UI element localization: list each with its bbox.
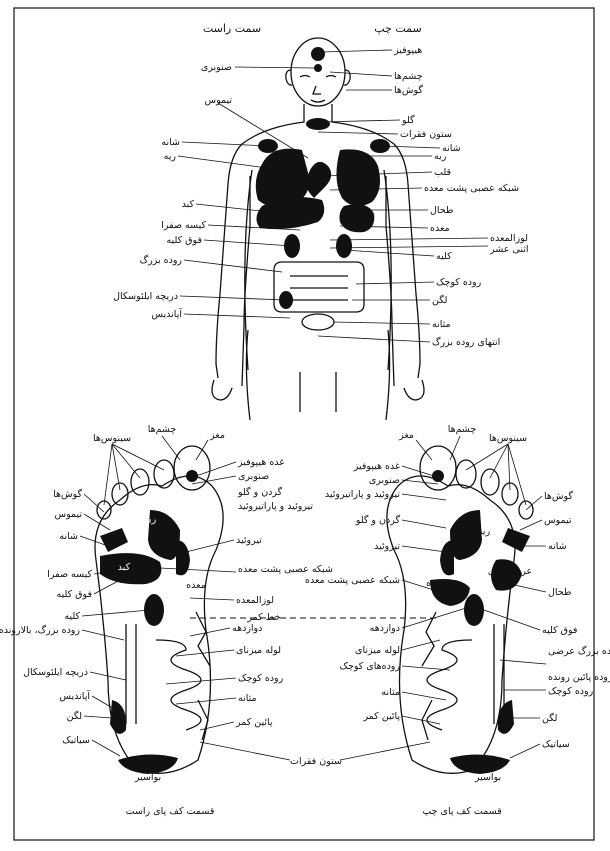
rf-label-neck: گردن و گلو: [237, 486, 283, 498]
rf-label-liver: کبد: [118, 562, 131, 573]
body-label-kidney: کلیه: [436, 251, 452, 262]
rf-label-pancreas: لوزالمعده: [236, 595, 274, 606]
rf-label-bladder: مثانه: [238, 693, 257, 704]
lf-label-thyroid-para: تیروئید و پاراتیروئید: [325, 489, 400, 500]
body-label-stomach: معده: [430, 223, 450, 234]
left-foot-caption: قسمت کف پای چپ: [422, 806, 501, 817]
body-label-thymus: تیموس: [204, 95, 232, 106]
lf-label-heart: عروق قلبی: [488, 566, 532, 577]
rf-label-eyes: چشم‌ها: [148, 424, 177, 435]
lf-label-duodenum: دوازدهه: [370, 623, 400, 634]
body-label-pineal: صنوبری: [201, 62, 232, 73]
body-label-duodenum: اثنی عشر: [489, 244, 528, 255]
right-foot: [95, 446, 223, 774]
lf-label-lung: ریه: [478, 526, 491, 537]
lf-label-sciatic: سیاتیک: [542, 739, 570, 750]
lf-label-thymus: تیموس: [544, 515, 572, 526]
lf-label-rectum-small: روده کوچک: [548, 686, 594, 697]
body-label-spleen: طحال: [430, 205, 454, 216]
rf-label-appendix: آپاندیس: [59, 689, 90, 702]
body-label-spine: ستون فقرات: [400, 129, 452, 140]
body-label-heart: قلب: [434, 167, 451, 178]
rf-label-adrenal: فوق کلیه: [57, 589, 92, 600]
lf-label-colon-descending: روده پائین رونده: [548, 672, 610, 683]
rf-label-duodenum: دوازدهه: [232, 623, 262, 634]
rf-label-pituitary: غده هیپوفیز: [237, 457, 284, 468]
lf-label-shoulder: شانه: [548, 541, 567, 552]
rf-label-stomach: معده: [186, 580, 206, 591]
lf-label-sinuses: سینوس‌ها: [489, 433, 527, 444]
rf-label-shoulder: شانه: [59, 531, 78, 542]
right-side-title: سمت راست: [203, 22, 261, 35]
rf-label-brain: مغز: [209, 430, 225, 441]
body-label-pelvis: لگن: [432, 294, 447, 306]
body-label-pancreas: لوزالمعده: [490, 233, 528, 244]
lf-label-neck: گردن و گلو: [355, 514, 401, 526]
body-label-small-intestine: روده کوچک: [436, 277, 482, 288]
lf-label-ears: گوش‌ها: [544, 490, 573, 502]
body-label-appendix: آپاندیس: [151, 307, 182, 320]
rf-label-sinuses: سینوس‌ها: [93, 433, 131, 444]
lf-label-bladder: مثانه: [381, 687, 400, 698]
rf-label-thyroid-para: تیروئید و پاراتیروئید: [238, 501, 313, 512]
rf-label-gallbladder: کیسه صفرا: [47, 569, 92, 580]
rf-label-sciatic: سیاتیک: [62, 735, 90, 746]
body-label-ileocecal: دریچه ایلئوسکال: [113, 291, 178, 302]
body-label-adrenal: فوق کلیه: [167, 235, 202, 246]
body-label-gallbladder: کیسه صفرا: [161, 220, 206, 231]
rf-label-thymus: تیموس: [54, 509, 82, 520]
lf-label-pineal: صنوبری: [369, 475, 400, 486]
lf-label-brain: مغز: [398, 430, 414, 441]
lf-label-pelvis: لگن: [542, 712, 557, 724]
rf-label-kidney: کلیه: [64, 611, 80, 622]
lf-label-stomach: معده: [426, 578, 446, 589]
body-label-shoulder-r: شانه: [161, 137, 180, 148]
body-label-large-intestine: روده بزرگ: [140, 253, 183, 266]
body-figure: [212, 38, 424, 420]
lf-label-solar-plexus: شبکه عصبی پشت معده: [305, 575, 400, 586]
right-foot-caption: قسمت کف پای راست: [126, 806, 215, 817]
rf-label-lower-back: پائین کمر: [235, 717, 273, 728]
lf-label-spleen: طحال: [548, 587, 572, 598]
rf-label-ileocecal: دریچه ایلئوسکال: [23, 667, 88, 678]
rf-label-small-intestine: روده کوچک: [238, 673, 284, 684]
body-label-throat: گلو: [401, 114, 415, 126]
lf-label-adrenal: فوق کلیه: [542, 625, 577, 636]
rf-label-lung: ریه: [144, 514, 157, 525]
body-label-eyes: چشم‌ها: [394, 71, 423, 82]
rf-label-hemorrhoids: بواسیر: [134, 772, 161, 783]
rf-label-pineal: صنوبری: [238, 471, 269, 482]
body-label-liver: کبد: [182, 199, 195, 210]
lf-label-pituitary: غده هیپوفیز: [353, 461, 400, 472]
lf-label-hemorrhoids: بواسیر: [474, 772, 501, 783]
lf-label-ureter: لوله میزنای: [355, 645, 400, 656]
rf-label-ears: گوش‌ها: [53, 488, 82, 500]
lf-label-eyes: چشم‌ها: [448, 424, 477, 435]
rf-label-ureter: لوله میزنای: [236, 645, 281, 656]
spine-label: ستون فقرات: [290, 756, 342, 767]
lf-label-small-intestine: روده‌های کوچک: [339, 661, 400, 672]
rf-label-ascending-colon: روده بزرگ، بالارونده: [0, 623, 80, 636]
body-label-rectum: انتهای روده بزرگ: [432, 335, 500, 348]
lf-label-colon-transverse: روده بزرگ عرضی: [548, 644, 610, 657]
body-label-bladder: مثانه: [432, 319, 451, 330]
rf-label-waistline: خط کمر: [246, 612, 280, 623]
left-side-title: سمت چپ: [374, 22, 421, 35]
rf-label-pelvis: لگن: [67, 710, 82, 722]
body-label-ears: گوش‌ها: [394, 84, 423, 96]
lf-label-thyroid: تیروئید: [374, 541, 400, 552]
body-label-lung-r: ریه: [164, 151, 177, 162]
body-label-pituitary: هیپوفیز: [393, 45, 422, 56]
lf-label-lower-back: پائین کمر: [362, 711, 400, 722]
rf-label-thyroid: تیروئید: [236, 535, 262, 546]
body-label-lung-l: ریه: [434, 151, 447, 162]
rf-label-solar-plexus: شبکه عصبی پشت معده: [238, 564, 333, 575]
body-label-solar-plexus: شبکه عصبی پشت معده: [424, 183, 519, 194]
